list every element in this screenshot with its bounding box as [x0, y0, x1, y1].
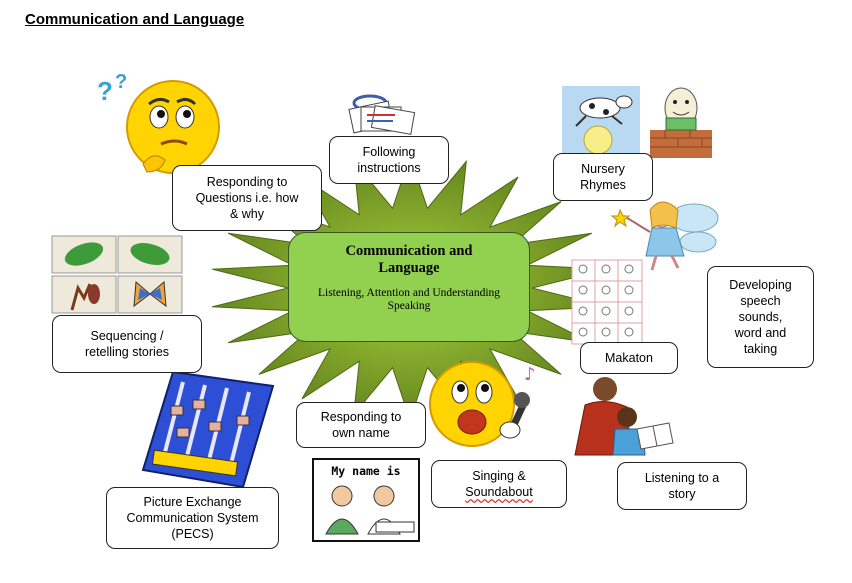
parent-reading-icon: [574, 377, 674, 456]
soundabout-label: Soundabout: [465, 485, 533, 499]
makaton-sign-grid-icon: [571, 259, 643, 345]
name-card-icon: My name is: [312, 458, 420, 542]
name-card-label: My name is: [331, 464, 401, 478]
question-marks-icon: ? ?: [97, 71, 127, 106]
center-topic-box: Communication and Language Listening, At…: [288, 232, 530, 342]
singing-soundabout-box: Singing & Soundabout: [431, 460, 567, 508]
listening-to-story-box: Listening to a story: [617, 462, 747, 510]
svg-text:♪: ♪: [524, 364, 536, 385]
singing-face-icon: ♪: [429, 361, 536, 447]
svg-text:?: ?: [115, 71, 127, 93]
following-instructions-box: Following instructions: [329, 136, 449, 184]
page-title: Communication and Language: [25, 11, 245, 28]
singing-label: Singing &: [472, 469, 526, 483]
humpty-dumpty-icon: [650, 87, 712, 158]
pecs-box: Picture Exchange Communication System (P…: [106, 487, 279, 549]
center-subtitle: Listening, Attention and Understanding S…: [317, 287, 501, 312]
developing-speech-box: Developing speech sounds, word and takin…: [707, 266, 814, 368]
instruction-cards-icon: [348, 94, 416, 135]
makaton-box: Makaton: [580, 342, 678, 374]
sequencing-box: Sequencing / retelling stories: [52, 315, 202, 373]
svg-text:?: ?: [97, 76, 113, 106]
center-title: Communication and Language: [345, 243, 473, 276]
fairy-icon: [610, 201, 719, 271]
pecs-board-icon: [141, 370, 275, 489]
responding-to-name-box: Responding to own name: [296, 402, 426, 448]
responding-to-questions-box: Responding to Questions i.e. how & why: [172, 165, 322, 231]
cow-jumping-moon-icon: [562, 86, 640, 158]
nursery-rhymes-box: Nursery Rhymes: [553, 153, 653, 201]
thinking-face-icon: ? ?: [97, 71, 220, 174]
leaf-sequence-cards-icon: [51, 235, 183, 314]
